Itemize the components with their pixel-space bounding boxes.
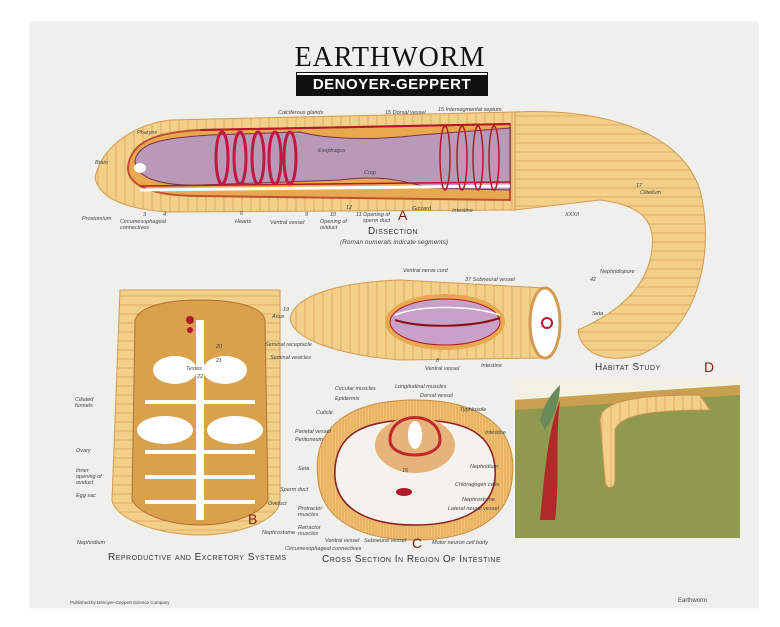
label: Lateral neural vessel [448,506,499,512]
dissection-worm [94,111,706,359]
label: Seta [298,466,310,472]
label: 16 [402,468,409,474]
habitat-study [515,378,740,538]
label: Anus [272,314,285,320]
chart-name: Earthworm [678,598,708,604]
cross-section [316,399,514,541]
label: Nephridium [77,540,106,546]
label: Peritoneum [295,437,324,443]
label: 19 [283,307,290,313]
label: Nephridiopore [600,269,635,275]
label: Nephridium [470,464,499,470]
label: Seta [592,311,604,317]
label: 3 [143,212,147,218]
label: 4 [163,212,167,218]
label: 15 Intersegmental septum [438,107,502,113]
label: Cuticle [316,410,333,416]
label: Motor neuron cell body [432,540,488,546]
label: Pharynx [137,130,158,136]
label: Chloragogen cells [455,482,500,488]
label: Retractor muscles [298,525,321,537]
label: Testes [186,366,203,372]
label: Ovary [76,448,91,454]
label: 10 [330,212,337,218]
label: Longitudinal muscles [395,384,447,390]
label: Nephrostome [462,497,496,503]
publisher-banner: DENOYER-GEPPERT [296,72,488,96]
label: Oviduct [268,501,287,507]
label: Prostomium [82,216,112,222]
panel-a-caption: Dissection [368,226,418,237]
panel-a-subcaption: (Roman numerals indicate segments) [340,239,449,246]
label: Ventral vessel [270,220,305,226]
label: Gizzard [412,206,431,212]
label: Dorsal vessel [420,393,454,399]
label: 8 [436,358,440,364]
panel-letter-b: B [248,511,258,527]
publisher-credit: Published by Denoyer-Geppert Science Com… [70,600,170,605]
label: XXXII [565,212,580,218]
label: Intestine [485,430,506,436]
panel-letter-c: C [412,535,423,551]
reproductive-excretory-view [111,289,281,536]
poster-title: EARTHWORM [294,42,486,73]
label: Seminal receptacle [265,342,312,348]
label: 17 [636,183,643,189]
panel-d-caption: Habitat Study [595,362,661,373]
label: Subneural vessel [364,538,407,544]
label: Ventral vessel [425,366,460,372]
label: Crop [364,170,376,176]
label: Circumesophageal connectives [285,546,362,552]
posterior-segment [289,279,562,361]
label: Clitellum [640,190,662,196]
label: Intestine [452,208,473,214]
label: Circumesophageal connectives [120,219,166,231]
label: Sperm duct [280,487,309,493]
label: Ciliated funnels [75,397,94,409]
label: Ventral nerve cord [403,268,448,274]
panel-letter-a: A [398,207,408,223]
label: Circular muscles [335,386,376,392]
label: Seminal vesicles [270,355,311,361]
label: 37 Subneural vessel [465,277,515,283]
label: Parietal vessel [295,429,331,435]
panel-letter-d: D [704,359,715,375]
label: Epidermis [335,396,360,402]
label: Nephrostome [262,530,296,536]
label: 20 [216,344,223,350]
panel-c-caption: Cross Section In Region Of Intestine [322,554,502,565]
label: 42 [590,277,597,283]
label: 11 [356,212,362,218]
label: Hearts [235,219,252,225]
label: 12 [346,205,353,211]
label: Ventral vessel [325,538,360,544]
label: 21 [216,358,223,364]
label: 6 [240,211,244,217]
label: Brain [95,160,108,166]
label: Egg sac [76,493,96,499]
label: Calciferous glands [278,110,324,116]
panel-b-caption: Reproductive and Excretory Systems [108,552,287,563]
label: Intestine [481,363,502,369]
label: Opening of sperm duct [363,212,391,224]
label: Protractor muscles [298,506,323,518]
label: 9 [305,212,309,218]
label: Inner opening of oviduct [76,468,102,486]
label: Opening of oviduct [320,219,347,231]
label: 22 [197,374,204,380]
label: 15 Dorsal vessel [385,110,426,116]
label: Typhlosole [460,407,487,413]
label: Esophagus [318,148,346,154]
